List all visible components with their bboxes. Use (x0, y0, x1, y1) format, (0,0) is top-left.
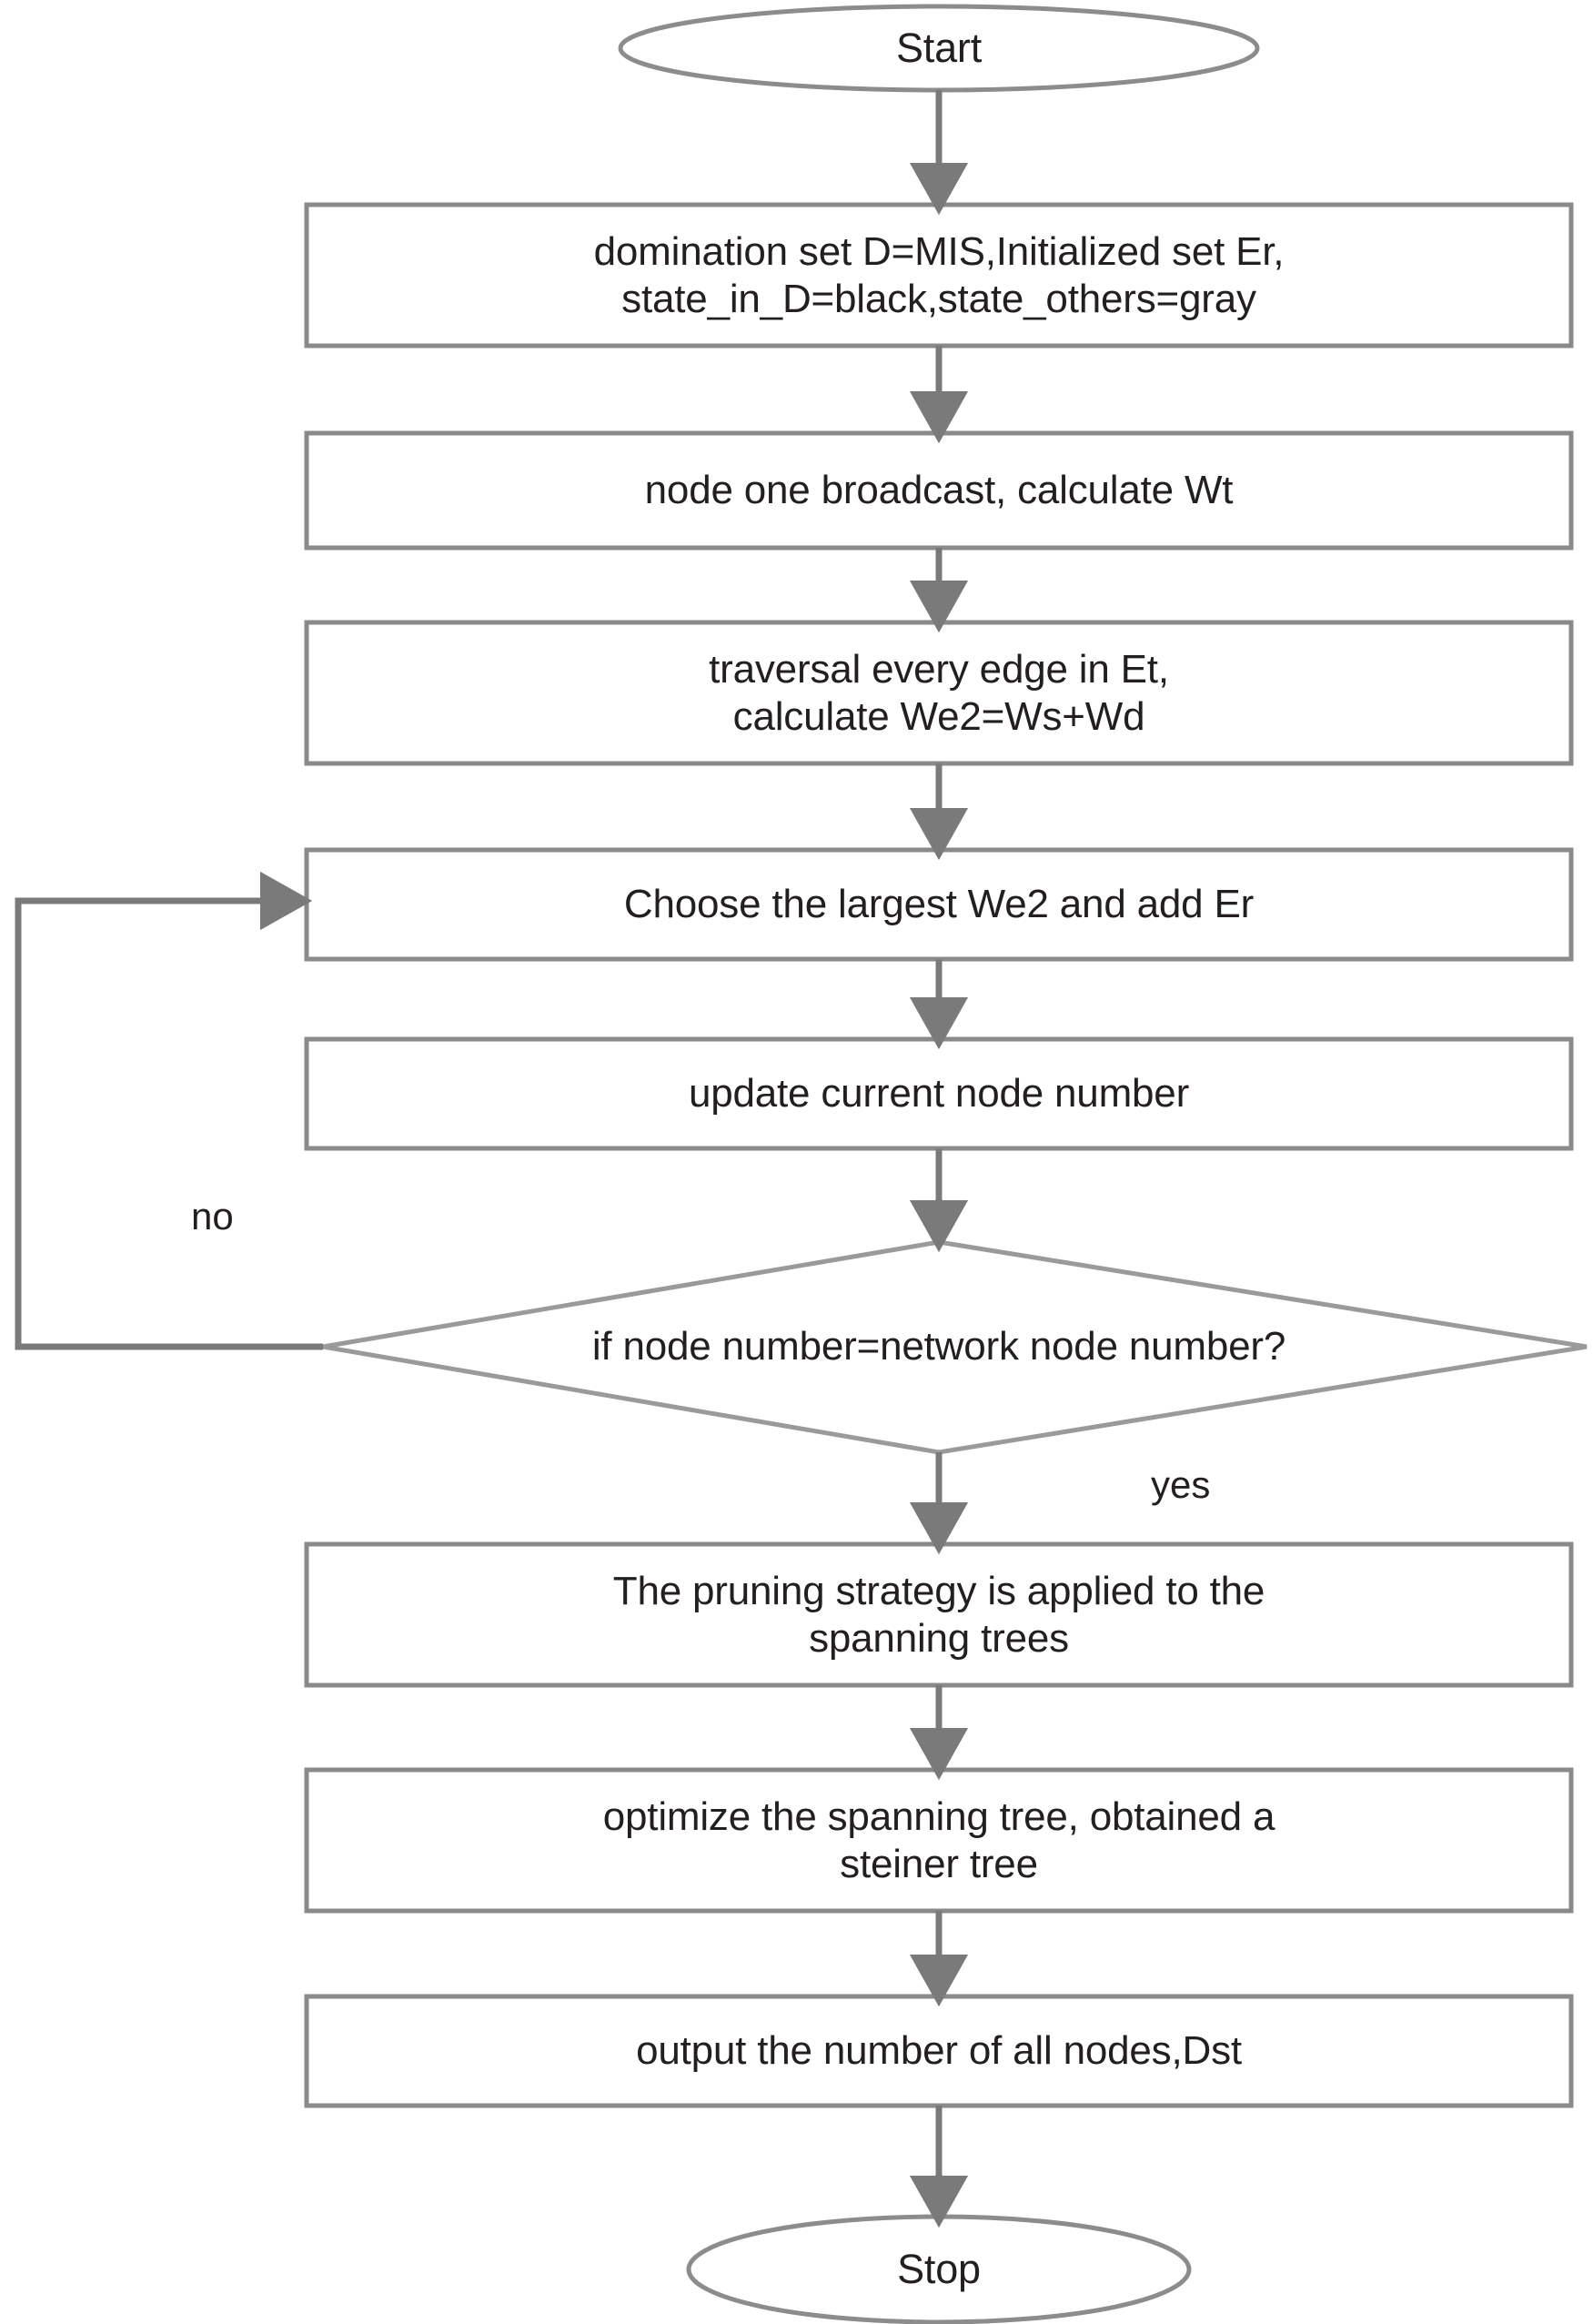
shape-traversal-box (304, 620, 1574, 766)
shape-output-box (304, 1994, 1574, 2108)
shape-stop-ellipse (686, 2214, 1192, 2324)
shape-update-box (304, 1036, 1574, 1151)
connector-decision-no-loop (15, 871, 323, 1350)
shape-start-ellipse (618, 4, 1260, 93)
shape-init-box (304, 202, 1574, 349)
shape-broadcast-box (304, 430, 1574, 551)
shape-choose-box (304, 847, 1574, 962)
shape-pruning-box (304, 1541, 1574, 1688)
shape-optimize-box (304, 1767, 1574, 1914)
shape-decision-diamond (322, 1239, 1588, 1455)
